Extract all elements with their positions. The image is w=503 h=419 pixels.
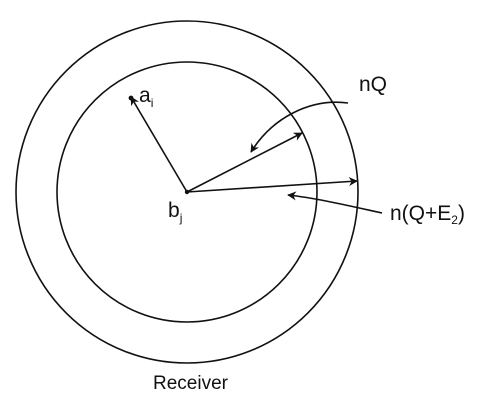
center-point-b bbox=[184, 189, 190, 195]
inner-circle bbox=[56, 61, 318, 323]
callout-nqe-arrow bbox=[287, 191, 383, 214]
outer-circle bbox=[15, 20, 359, 364]
caption-receiver: Receiver bbox=[153, 373, 229, 394]
radius-nq-arrow bbox=[186, 132, 303, 193]
label-nq: nQ bbox=[359, 73, 387, 96]
point-a bbox=[128, 95, 134, 101]
label-b-j: bj bbox=[168, 199, 182, 225]
radius-nqe-arrow bbox=[186, 177, 358, 193]
callout-nq-arrow bbox=[250, 101, 349, 153]
vector-b-to-a bbox=[130, 96, 188, 193]
label-n-q-plus-e2: n(Q+E2) bbox=[390, 202, 465, 227]
label-a-i: ai bbox=[139, 84, 153, 110]
